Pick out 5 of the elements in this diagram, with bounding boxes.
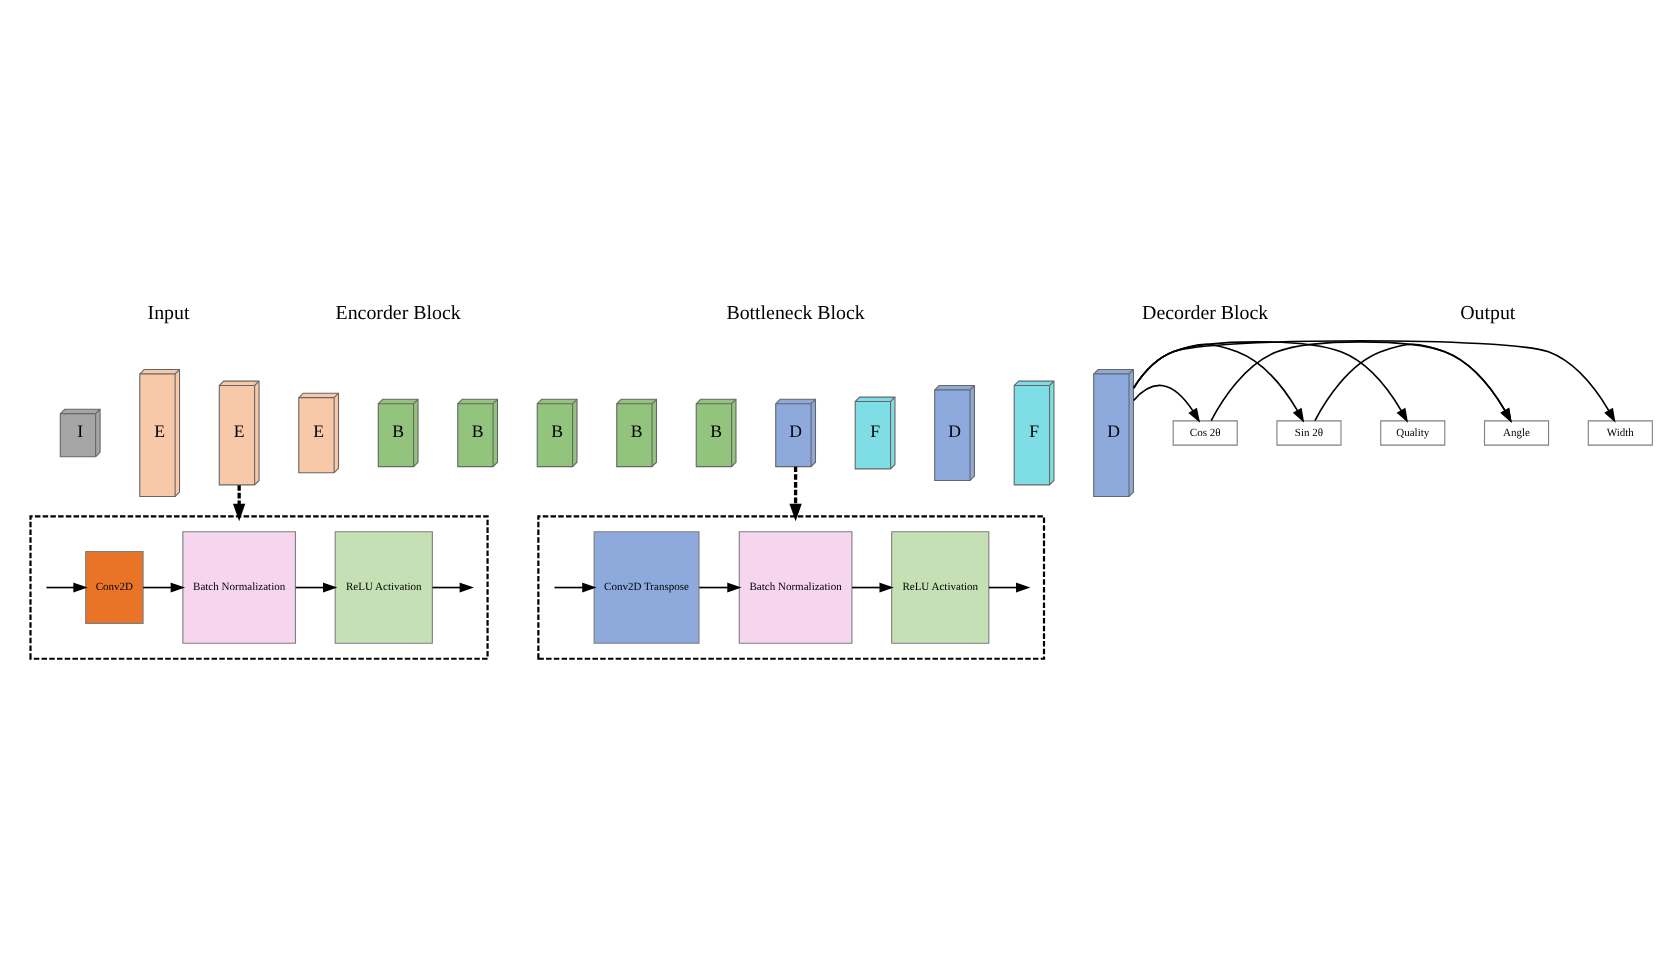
label: Input — [147, 302, 190, 325]
label: Encorder Block — [335, 302, 461, 325]
label: Bottleneck Block — [726, 302, 865, 325]
label: Decorder Block — [1142, 302, 1269, 325]
label: Output — [1460, 302, 1516, 325]
